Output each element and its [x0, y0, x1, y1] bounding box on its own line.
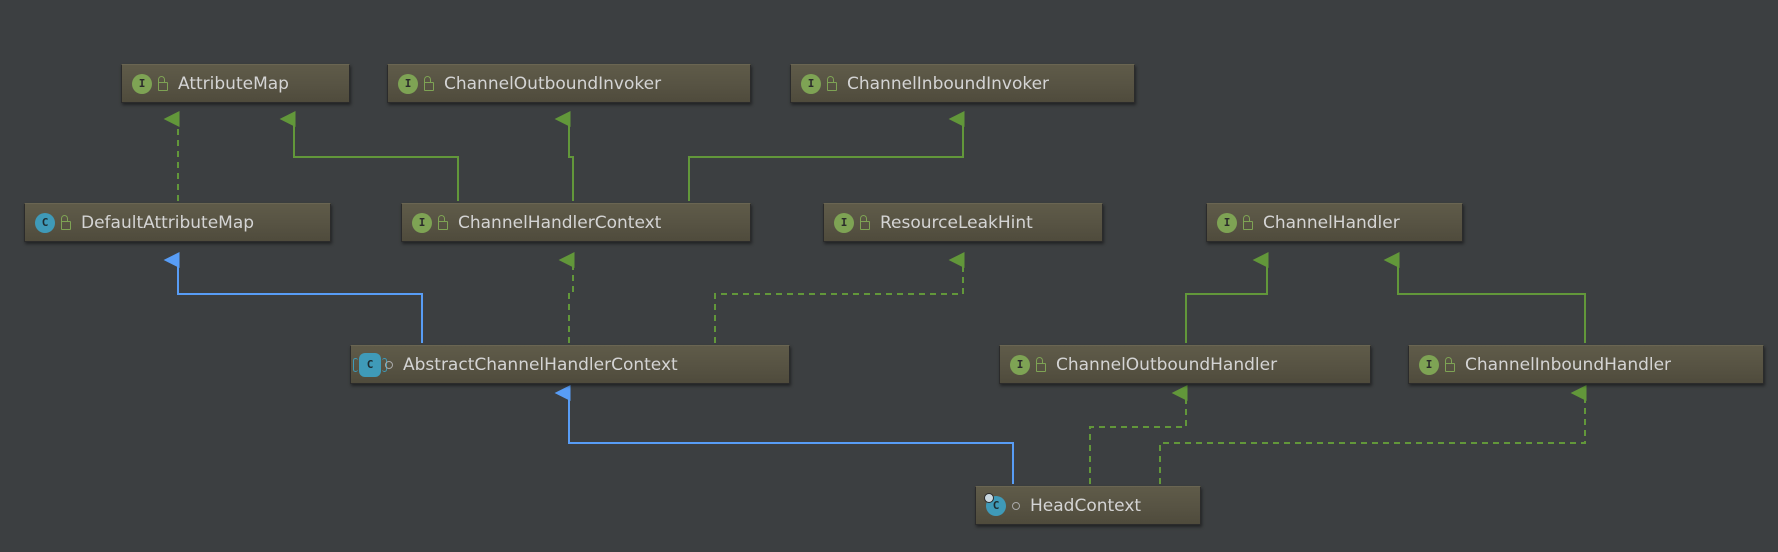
- edge-abstractchannelhandlercontext-to-channelhandlercontext: [558, 252, 575, 343]
- node-label: ChannelInboundInvoker: [847, 73, 1050, 94]
- interface-icon: I: [1419, 354, 1439, 375]
- public-visibility-icon: [1036, 356, 1046, 372]
- node-channel-outbound-handler[interactable]: I ChannelOutboundHandler: [999, 345, 1371, 384]
- node-head-context[interactable]: C HeadContext: [975, 486, 1201, 525]
- inner-class-icon: C: [984, 492, 1006, 516]
- edge-headcontext-to-channeloutboundhandler: [1089, 385, 1188, 484]
- package-private-visibility-icon: [1012, 501, 1020, 510]
- interface-icon: I: [412, 212, 432, 233]
- edge-headcontext-to-abstractchannelhandlercontext: [554, 385, 1014, 484]
- node-abstract-channel-handler-context[interactable]: C AbstractChannelHandlerContext: [350, 345, 790, 384]
- interface-icon: I: [1217, 212, 1237, 233]
- public-visibility-icon: [424, 75, 434, 91]
- node-label: ChannelInboundHandler: [1465, 354, 1672, 375]
- edge-channelhandlercontext-to-channelinboundinvoker: [688, 111, 965, 201]
- edge-channelinboundhandler-to-channelhandler: [1383, 252, 1586, 343]
- edge-channelhandlercontext-to-attributemap: [279, 111, 459, 201]
- node-attribute-map[interactable]: I AttributeMap: [121, 64, 350, 103]
- class-icon: C: [35, 212, 55, 233]
- interface-icon: I: [132, 73, 152, 94]
- edge-channelhandlercontext-to-channeloutboundinvoker: [554, 111, 574, 201]
- public-visibility-icon: [860, 214, 870, 230]
- node-label: ChannelHandler: [1263, 212, 1400, 233]
- public-visibility-icon: [1243, 214, 1253, 230]
- interface-icon: I: [398, 73, 418, 94]
- node-label: AbstractChannelHandlerContext: [403, 354, 678, 375]
- node-label: DefaultAttributeMap: [81, 212, 255, 233]
- edge-abstractchannelhandlercontext-to-defaultattributemap: [163, 252, 423, 343]
- node-label: ResourceLeakHint: [880, 212, 1033, 233]
- edge-channeloutboundhandler-to-channelhandler: [1185, 252, 1269, 343]
- public-visibility-icon: [827, 75, 837, 91]
- node-label: ChannelOutboundInvoker: [444, 73, 662, 94]
- node-channel-handler[interactable]: I ChannelHandler: [1206, 203, 1463, 242]
- public-visibility-icon: [158, 75, 168, 91]
- edge-abstractchannelhandlercontext-to-resourceleakhint: [714, 252, 965, 343]
- node-resource-leak-hint[interactable]: I ResourceLeakHint: [823, 203, 1103, 242]
- public-visibility-icon: [1445, 356, 1455, 372]
- node-channel-inbound-handler[interactable]: I ChannelInboundHandler: [1408, 345, 1764, 384]
- node-label: ChannelHandlerContext: [458, 212, 662, 233]
- package-private-visibility-icon: [385, 360, 393, 369]
- interface-icon: I: [801, 73, 821, 94]
- node-label: AttributeMap: [178, 73, 289, 94]
- node-channel-handler-context[interactable]: I ChannelHandlerContext: [401, 203, 751, 242]
- node-label: ChannelOutboundHandler: [1056, 354, 1278, 375]
- interface-icon: I: [1010, 354, 1030, 375]
- public-visibility-icon: [61, 214, 71, 230]
- node-default-attribute-map[interactable]: C DefaultAttributeMap: [24, 203, 331, 242]
- interface-icon: I: [834, 212, 854, 233]
- edge-headcontext-to-channelinboundhandler: [1159, 385, 1587, 484]
- node-label: HeadContext: [1030, 495, 1142, 516]
- node-channel-inbound-invoker[interactable]: I ChannelInboundInvoker: [790, 64, 1135, 103]
- abstract-class-icon: C: [353, 354, 387, 375]
- public-visibility-icon: [438, 214, 448, 230]
- node-channel-outbound-invoker[interactable]: I ChannelOutboundInvoker: [387, 64, 751, 103]
